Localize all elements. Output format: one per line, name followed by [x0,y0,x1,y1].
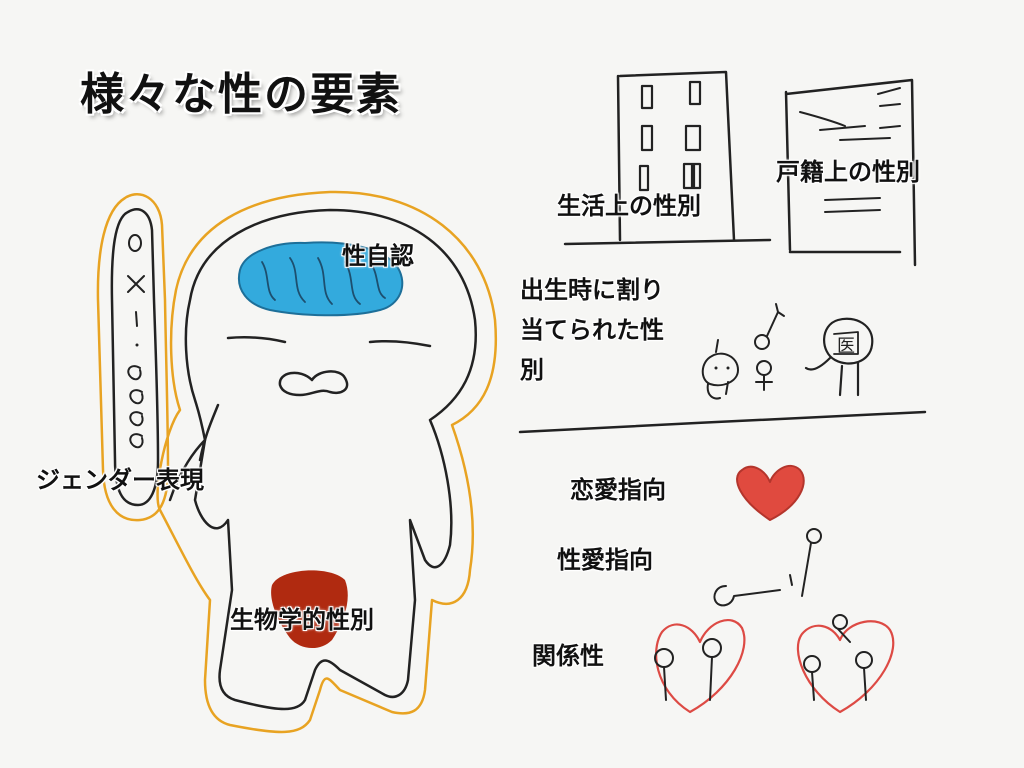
label-sex-assigned-at-birth-line-2: 当てられた性 [520,316,664,344]
doctor-badge-box [833,331,859,355]
symbol-curl-1 [127,365,142,381]
figure-body [184,208,477,711]
label-sex-assigned-at-birth-line-1: 出生時に割り [520,276,664,304]
relationship-heart-left [655,618,746,714]
label-relationship: 関係性 [532,642,604,670]
face-mouth [278,370,349,397]
relationship-left-stems [663,656,713,701]
building-daily-life [616,70,736,242]
pin-icon-top-stem [789,542,812,597]
relationship-heart-right [796,620,895,714]
symbol-curl-4 [129,433,144,449]
relationship-right-stems [811,628,867,701]
male-symbol-arrow [766,303,785,337]
label-sex-assigned-at-birth: 出生時に割り 当てられた性 別 [520,270,664,390]
crotch-mark [271,570,348,649]
brain [237,241,404,317]
doctor-badge: 医 [837,336,855,357]
figure-outline [156,190,498,734]
expression-outline [96,193,170,522]
building-legal [784,78,917,267]
page-title: 様々な性の要素 [80,69,402,120]
relationship-right-pin-1 [803,655,821,673]
figure-arm [168,403,220,502]
symbol-bar [135,311,138,327]
pin-icon-left [713,585,781,607]
baby-eye-right [726,366,730,370]
label-romantic-orientation: 恋愛指向 [570,476,666,504]
female-symbol-icon [756,360,772,376]
relationship-right-pin-2 [855,651,873,669]
expression-cylinder [110,208,160,507]
label-biological-sex: 生物学的性別 [230,606,374,634]
label-legal-sex: 戸籍上の性別 [776,158,920,186]
building-legal-lines [799,87,901,213]
symbol-circle-top [128,234,142,252]
baby-eye-left [714,366,718,370]
brain-folds [261,257,386,305]
label-gender-expression: ジェンダー表現 [36,466,204,494]
relationship-left-pin-1 [654,648,674,668]
symbol-cross [127,275,145,293]
label-sex-in-daily-life: 生活上の性別 [557,192,701,220]
symbol-curl-2 [129,389,144,405]
label-gender-identity: 性自認 [342,242,414,270]
symbol-dot [135,343,139,347]
label-sex-assigned-at-birth-line-3: 別 [520,356,544,384]
face-brow-left [226,335,287,344]
building-daily-life-windows [638,80,702,192]
face-brow-right [368,339,432,348]
doctor [804,317,874,397]
section-divider [518,410,927,434]
female-symbol-cross [755,374,773,391]
relationship-right-pin-3 [832,614,848,630]
relationship-left-pin-2 [702,638,722,658]
baby [701,339,739,400]
label-sexual-orientation: 性愛指向 [557,546,653,574]
ground-line [563,238,902,254]
symbol-curl-3 [129,411,144,427]
pin-icon-top [806,528,822,544]
male-symbol-icon [754,334,770,350]
heart-icon [736,464,805,521]
